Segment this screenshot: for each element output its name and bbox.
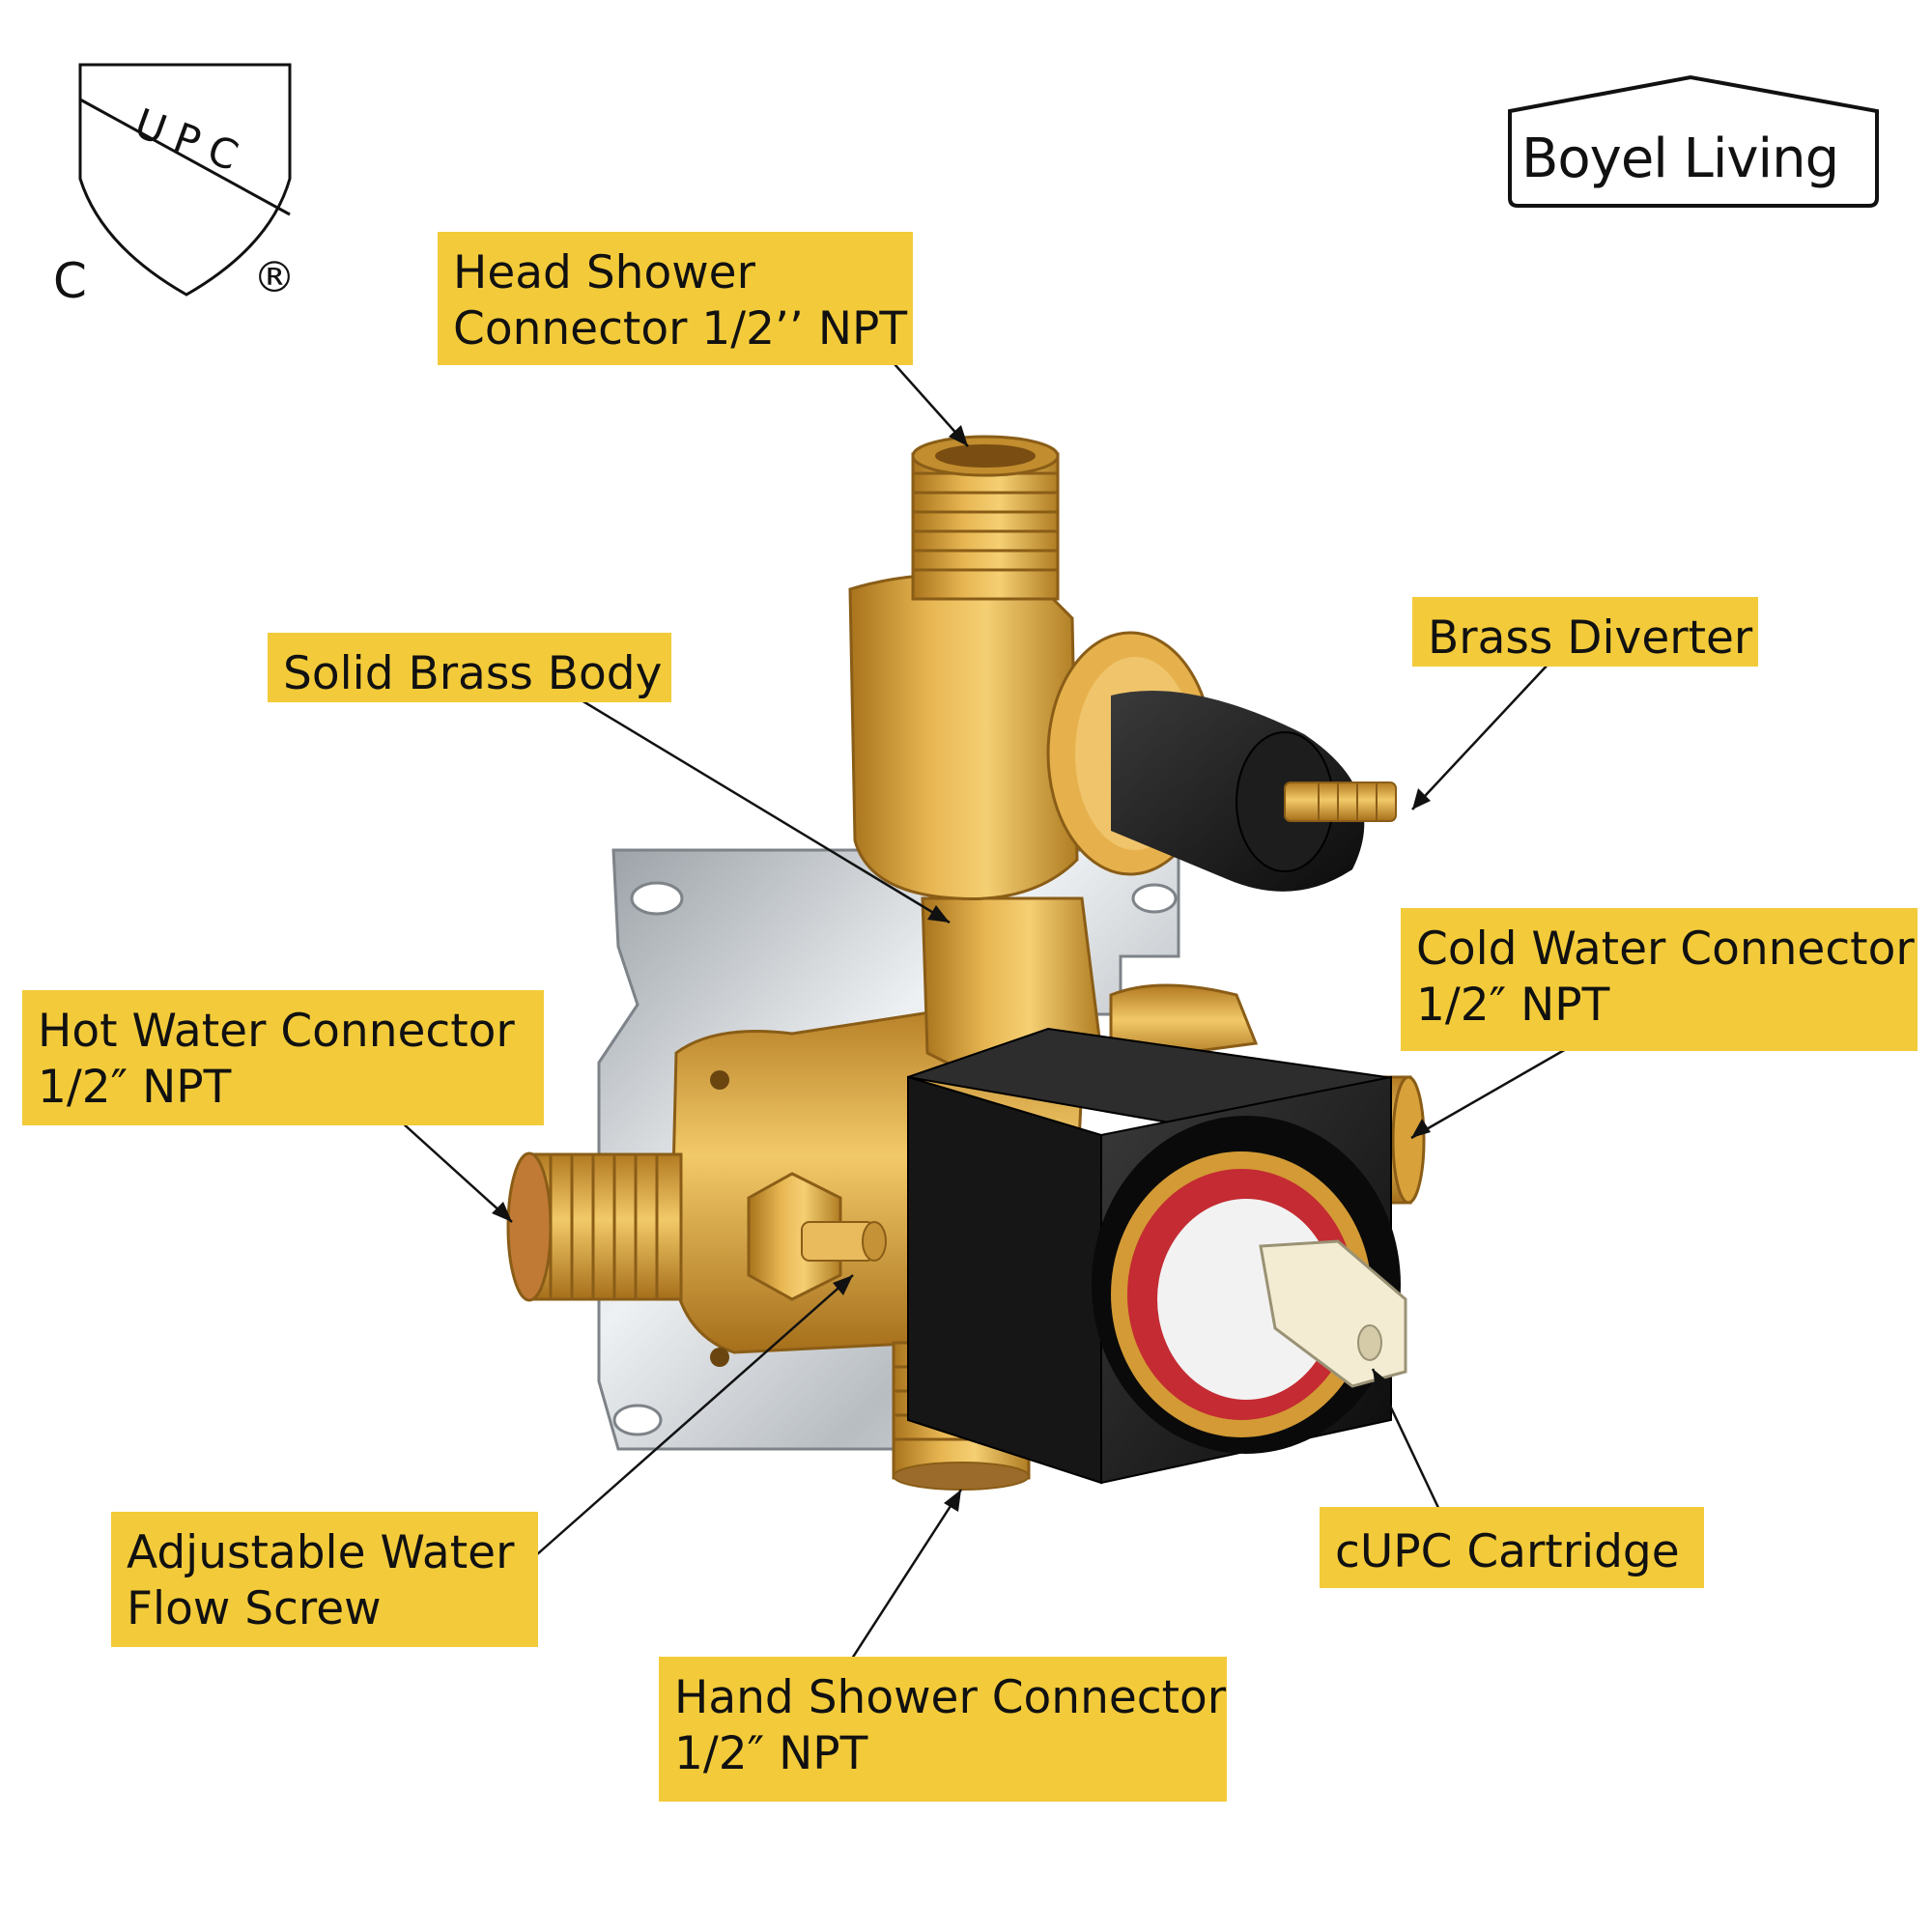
callout-line: cUPC Cartridge bbox=[1335, 1525, 1680, 1578]
callout-line: Hand Shower Connector bbox=[674, 1671, 1227, 1724]
square-trim bbox=[907, 1027, 1407, 1485]
callout-line: 1/2″ NPT bbox=[1416, 979, 1610, 1032]
callout-line: Adjustable Water bbox=[127, 1526, 515, 1579]
callout-cupc-cartridge: cUPC Cartridge bbox=[1320, 1507, 1704, 1588]
arrow-hot-water bbox=[390, 1112, 513, 1223]
arrow-flow-screw bbox=[519, 1274, 854, 1571]
arrow-solid-brass-body bbox=[576, 696, 951, 924]
registered-mark: ® bbox=[253, 253, 296, 302]
callout-head-shower-connector: Head Shower Connector 1/2’’ NPT bbox=[438, 232, 913, 365]
callout-line: 1/2″ NPT bbox=[38, 1061, 232, 1114]
callout-brass-diverter: Brass Diverter bbox=[1412, 597, 1758, 667]
callout-line: Solid Brass Body bbox=[283, 647, 663, 700]
callout-solid-brass-body: Solid Brass Body bbox=[268, 633, 671, 702]
callout-adjustable-water-flow-screw: Adjustable Water Flow Screw bbox=[111, 1512, 538, 1647]
upc-mark-prefix: C bbox=[53, 253, 87, 309]
callout-line: Brass Diverter bbox=[1428, 611, 1753, 665]
callout-hand-shower-connector: Hand Shower Connector 1/2″ NPT bbox=[659, 1657, 1227, 1802]
hot-water-inlet bbox=[506, 1151, 683, 1302]
callout-line: Hot Water Connector bbox=[38, 1005, 515, 1058]
callout-line: Cold Water Connector bbox=[1416, 923, 1915, 976]
callout-line: Head Shower bbox=[453, 246, 755, 299]
brand-logo bbox=[1508, 74, 1879, 208]
callout-hot-water-connector: Hot Water Connector 1/2″ NPT bbox=[22, 990, 544, 1125]
arrow-head-shower bbox=[886, 355, 969, 447]
arrow-hand-shower bbox=[848, 1489, 963, 1662]
callout-arrows bbox=[390, 355, 1580, 1662]
callout-line: 1/2″ NPT bbox=[674, 1727, 868, 1780]
arrow-heads bbox=[492, 425, 1431, 1512]
arrow-cartridge bbox=[1371, 1368, 1441, 1511]
diverter bbox=[1046, 631, 1397, 892]
brand-name: Boyel Living bbox=[1521, 128, 1839, 190]
arrow-cold-water bbox=[1410, 1039, 1580, 1140]
upc-certification-mark bbox=[78, 63, 292, 297]
callout-line: Flow Screw bbox=[127, 1582, 382, 1635]
callout-cold-water-connector: Cold Water Connector 1/2″ NPT bbox=[1401, 908, 1918, 1051]
callout-line: Connector 1/2’’ NPT bbox=[453, 302, 908, 355]
arrow-brass-diverter bbox=[1411, 661, 1551, 810]
flow-screw bbox=[747, 1172, 887, 1301]
